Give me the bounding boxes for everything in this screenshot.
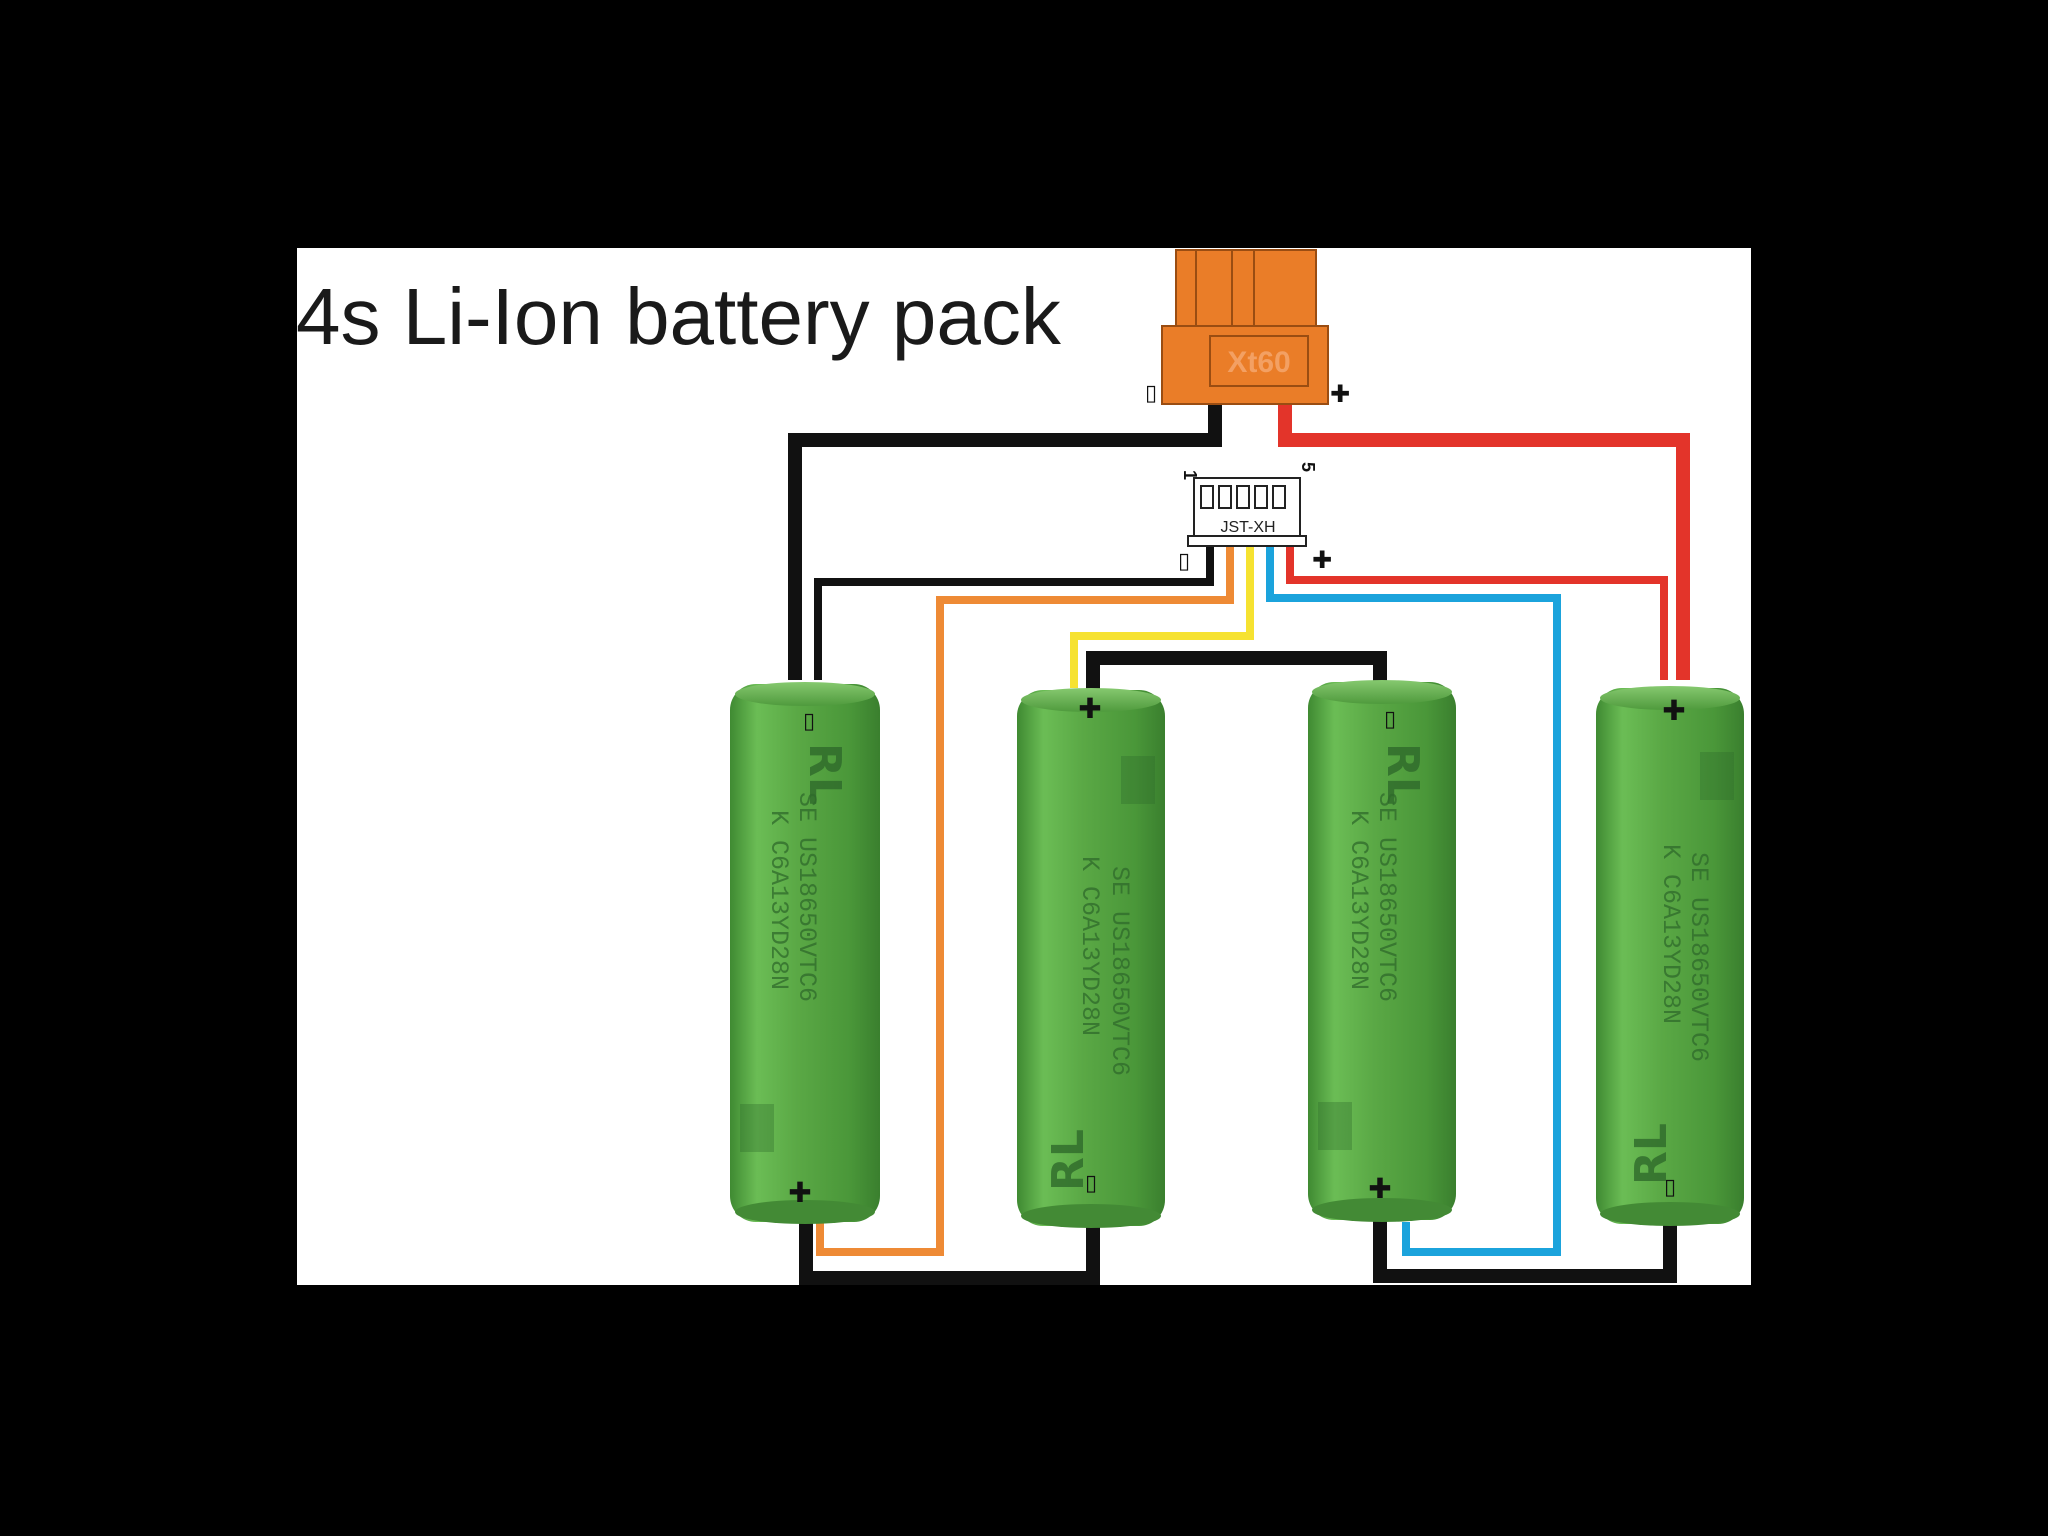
series-link-bottom-left <box>799 1222 1100 1285</box>
cell-logo: RL <box>1626 1123 1677 1185</box>
battery-cell-1: ▯ ✚ RL SE US18650VTC6 K C6A13YD28N <box>730 682 880 1224</box>
xt60-upper-body <box>1175 249 1317 333</box>
cell-top-terminal: ▯ <box>803 709 815 734</box>
cell-top-cap <box>1312 680 1452 704</box>
balance-wire-3 <box>1070 546 1254 688</box>
cell-top-cap <box>1600 686 1740 710</box>
jst-negative-mark: ▯ <box>1178 549 1190 574</box>
jst-label: JST-XH <box>1220 519 1275 536</box>
cell-qr-code <box>1121 756 1155 804</box>
cell-top-terminal: ✚ <box>1078 692 1101 725</box>
cell-logo: RL <box>1043 1129 1094 1191</box>
jst-pin <box>1272 485 1286 509</box>
battery-cell-2: ✚ ▯ RL SE US18650VTC6 K C6A13YD28N <box>1017 688 1165 1228</box>
jst-pin <box>1236 485 1250 509</box>
cell-qr-code <box>1318 1102 1352 1150</box>
jst-xh-connector: JST-XH 1 5 ▯ ✚ <box>1178 462 1332 574</box>
balance-wires <box>814 546 1668 1256</box>
balance-wire-1 <box>814 546 1214 680</box>
main-positive-wire <box>1278 398 1690 680</box>
balance-wire-5 <box>1286 546 1668 680</box>
cell-print-line-2: K C6A13YD28N <box>764 810 793 990</box>
cell-bottom-cap <box>1600 1202 1740 1226</box>
cell-print-line-1: SE US18650VTC6 <box>1105 866 1134 1076</box>
cell-body <box>1596 688 1744 1224</box>
xt60-label: Xt60 <box>1227 346 1290 379</box>
balance-wire-4 <box>1266 546 1561 1256</box>
xt60-lower-body <box>1161 325 1329 405</box>
cell-print-line-1: SE US18650VTC6 <box>792 792 821 1002</box>
battery-cell-3: ▯ ✚ RL SE US18650VTC6 K C6A13YD28N <box>1308 680 1456 1222</box>
jst-pin <box>1254 485 1268 509</box>
cell-qr-code <box>1700 752 1734 800</box>
battery-cell-4: ✚ ▯ RL SE US18650VTC6 K C6A13YD28N <box>1596 686 1744 1226</box>
cell-print-line-1: SE US18650VTC6 <box>1372 792 1401 1002</box>
jst-base <box>1187 535 1307 547</box>
main-negative-wire <box>788 398 1222 680</box>
cell-bottom-cap <box>1312 1198 1452 1222</box>
jst-pin-last-number: 5 <box>1298 462 1318 472</box>
cell-body <box>1017 690 1165 1226</box>
xt60-negative-mark: ▯ <box>1145 381 1157 406</box>
diagram-title: 4s Li-Ion battery pack <box>296 272 1062 361</box>
cell-top-cap <box>1021 688 1161 712</box>
cell-bottom-cap <box>1021 1204 1161 1228</box>
cell-top-terminal: ✚ <box>1662 694 1685 727</box>
cell-bottom-terminal: ▯ <box>1085 1171 1097 1196</box>
cell-body <box>1308 682 1456 1220</box>
xt60-positive-mark: ✚ <box>1330 380 1350 408</box>
cell-bottom-terminal: ▯ <box>1664 1175 1676 1200</box>
jst-pin <box>1218 485 1232 509</box>
jst-positive-mark: ✚ <box>1312 546 1332 574</box>
cell-bottom-terminal: ✚ <box>1368 1172 1391 1205</box>
cell-print-line-1: SE US18650VTC6 <box>1684 852 1713 1062</box>
balance-wire-2 <box>816 546 1234 1256</box>
cell-print-line-2: K C6A13YD28N <box>1656 844 1685 1024</box>
cell-bottom-terminal: ✚ <box>788 1176 811 1209</box>
cell-bottom-cap <box>735 1200 875 1224</box>
jst-pin <box>1200 485 1214 509</box>
cell-logo: RL <box>799 743 850 805</box>
cell-top-terminal: ▯ <box>1384 707 1396 732</box>
cell-body <box>730 684 880 1222</box>
series-link-top <box>1086 651 1387 690</box>
cell-print-line-2: K C6A13YD28N <box>1344 810 1373 990</box>
main-wires <box>788 398 1690 680</box>
xt60-label-plate <box>1209 335 1309 387</box>
series-link-bottom-right <box>1373 1220 1677 1283</box>
cell-print-line-2: K C6A13YD28N <box>1075 856 1104 1036</box>
cell-qr-code <box>740 1104 774 1152</box>
series-links <box>799 651 1677 1285</box>
xt60-connector: Xt60 ▯ ✚ <box>1145 249 1350 408</box>
jst-pin-first-number: 1 <box>1180 470 1200 480</box>
cell-top-cap <box>735 682 875 706</box>
cell-logo: RL <box>1377 743 1428 805</box>
